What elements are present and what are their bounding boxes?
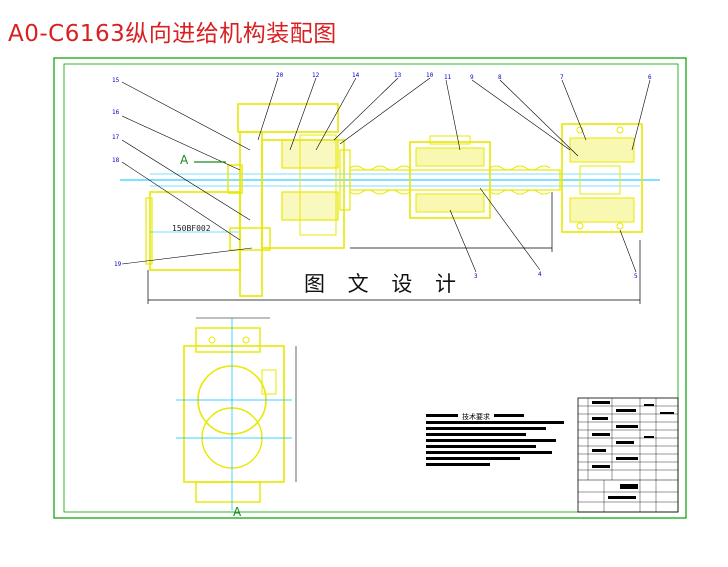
part-number: 12 <box>312 72 320 79</box>
technical-notes: 技术要求 <box>426 412 564 466</box>
part-number: 7 <box>560 74 564 81</box>
leader-lines <box>121 77 651 273</box>
part-number: 20 <box>276 72 284 79</box>
part-number: 3 <box>474 273 478 280</box>
right-bearing-housing <box>561 123 643 233</box>
drawing-frame <box>53 57 687 519</box>
part-number: 14 <box>352 72 360 79</box>
part-number: 16 <box>112 109 120 116</box>
part-number-labels: 15 16 17 18 19 20 12 14 13 10 11 9 8 7 6… <box>112 72 652 280</box>
section-mark-bottom: A <box>233 505 242 519</box>
shaft-centerline <box>120 173 660 187</box>
part-number: 8 <box>498 74 502 81</box>
section-mark-top: A <box>180 153 189 167</box>
watermark: 图 文 设 计 <box>296 266 464 298</box>
drawing-title: A0-C6163纵向进给机构装配图 <box>8 21 337 47</box>
part-number: 11 <box>444 74 452 81</box>
part-number: 19 <box>114 261 122 268</box>
title-block <box>577 397 679 513</box>
part-number: 13 <box>394 72 402 79</box>
section-marks: A A <box>180 153 242 519</box>
part-number: 17 <box>112 134 120 141</box>
part-number: 18 <box>112 157 120 164</box>
part-number: 15 <box>112 77 120 84</box>
part-number: 6 <box>648 74 652 81</box>
left-housing <box>227 103 351 297</box>
lead-screw <box>349 135 561 219</box>
part-number: 5 <box>634 273 638 280</box>
watermark-text: 图 文 设 计 <box>304 272 464 296</box>
part-number: 9 <box>470 74 474 81</box>
part-number: 10 <box>426 72 434 79</box>
part-number: 4 <box>538 271 542 278</box>
notes-heading: 技术要求 <box>462 412 490 421</box>
section-view <box>176 317 297 510</box>
dimension-lines <box>147 192 641 304</box>
motor-label: 150BF002 <box>172 224 211 233</box>
